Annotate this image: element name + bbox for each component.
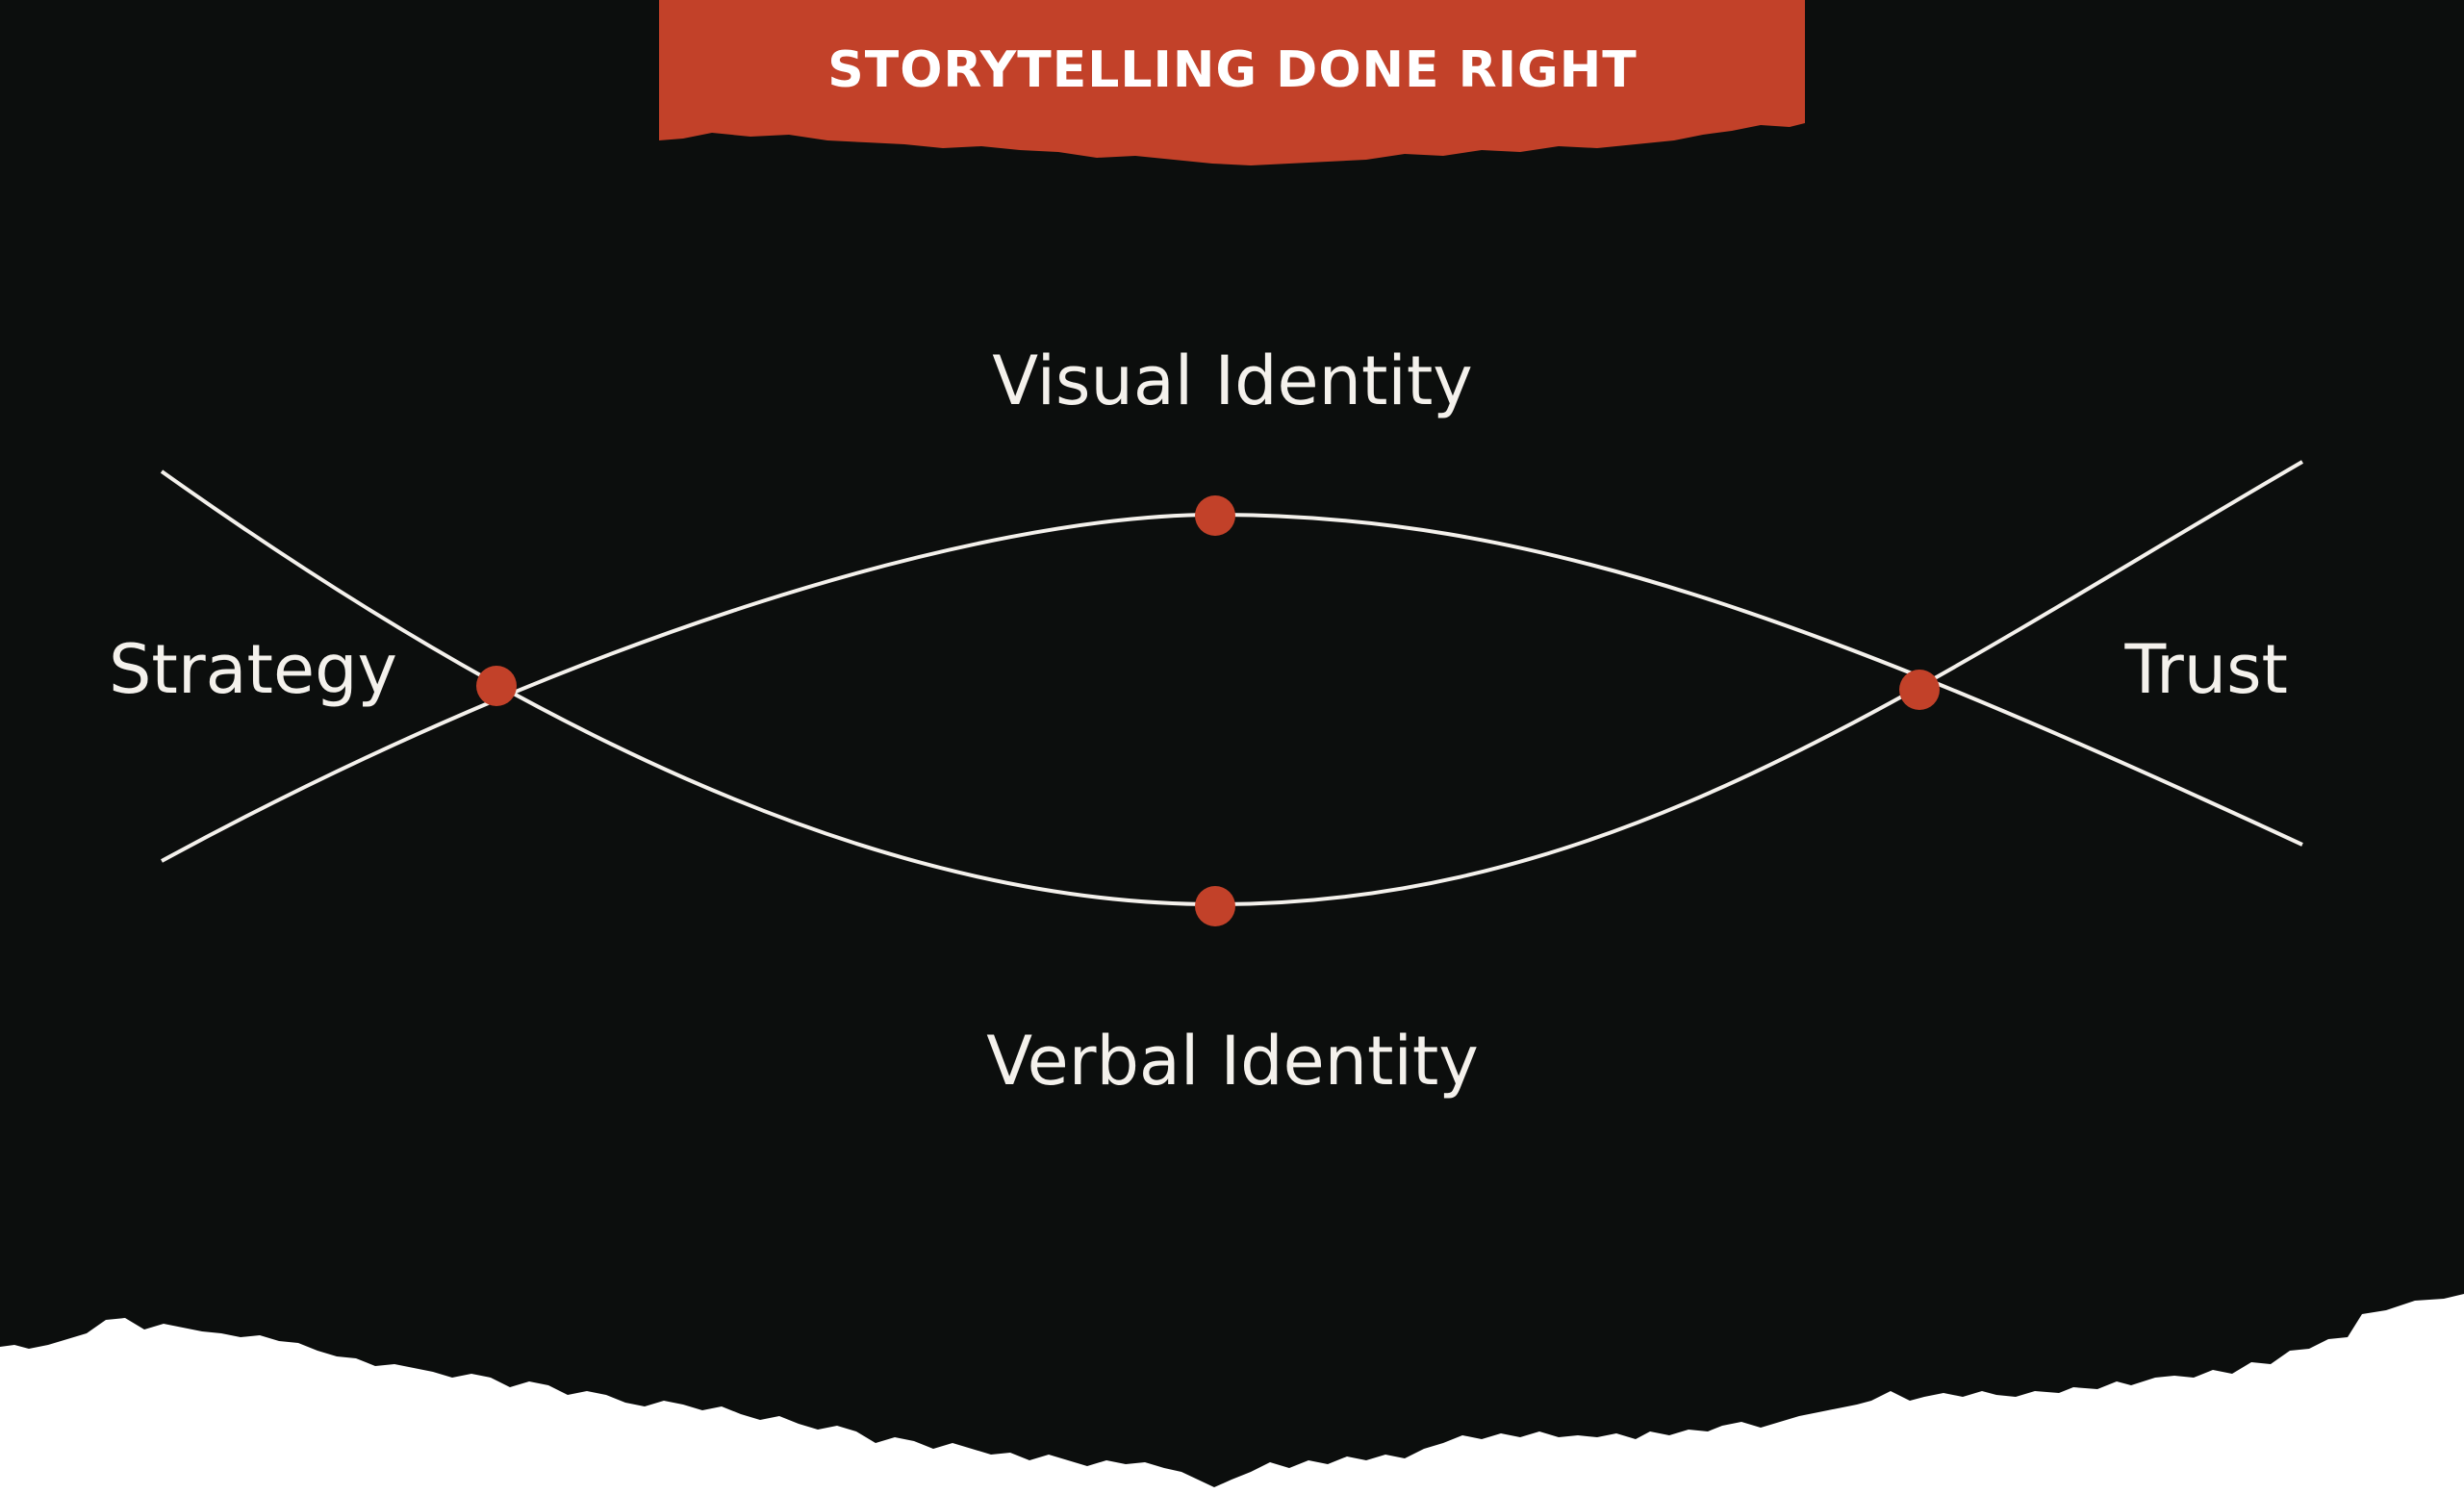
node-verbal-identity (1195, 886, 1235, 926)
node-trust (1899, 670, 1940, 710)
label-visual-identity: Visual Identity (992, 342, 1473, 420)
banner-title: STORYTELLING DONE RIGHT (827, 41, 1637, 99)
banner-shape (659, 0, 1805, 165)
node-visual-identity (1195, 495, 1235, 536)
label-trust: Trust (2123, 630, 2288, 709)
label-strategy: Strategy (109, 630, 397, 709)
label-verbal-identity: Verbal Identity (986, 1022, 1479, 1101)
node-strategy (476, 666, 517, 706)
